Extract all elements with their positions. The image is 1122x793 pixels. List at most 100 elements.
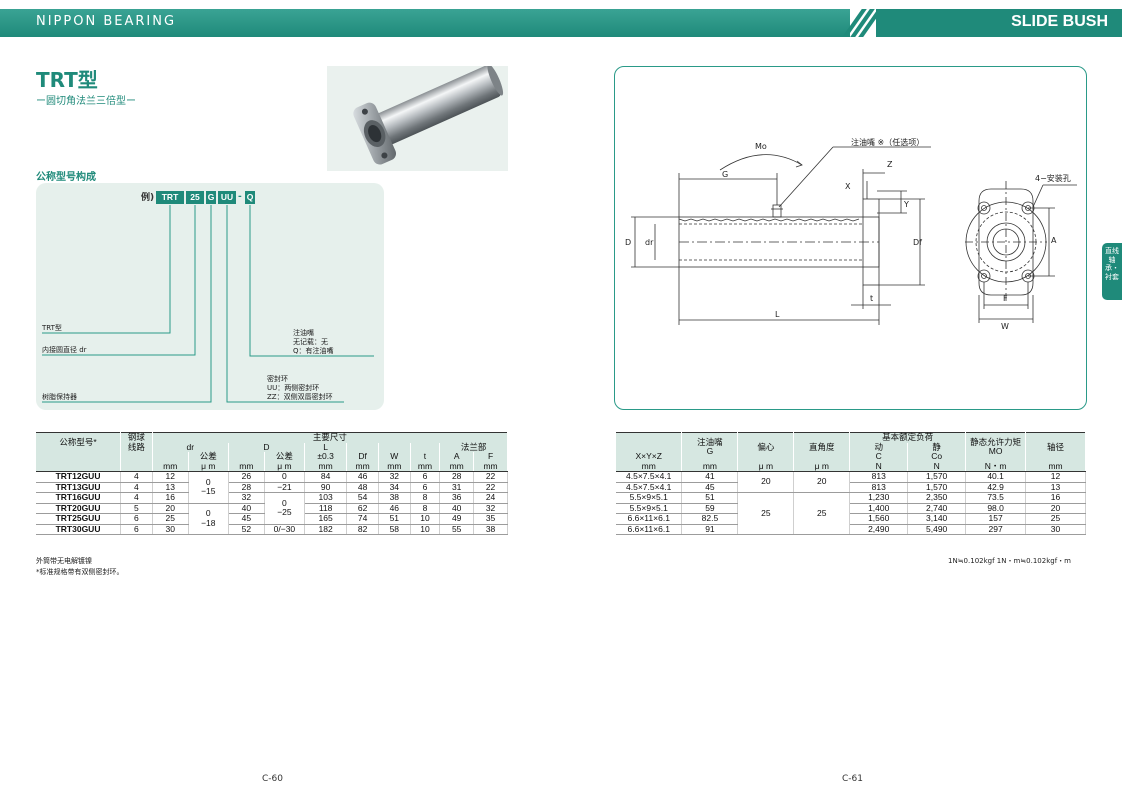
table-row: 5.5×9×5.1 51 25 25 1,230 2,350 73.5 16 — [616, 492, 1086, 535]
table-row: TRT25GUU 6 25 45 165 74 51 10 49 35 — [36, 513, 508, 525]
unit-ecc: μ m — [737, 461, 795, 472]
header-t: t — [410, 451, 441, 462]
dim-Df: Df — [913, 238, 922, 247]
label-type: TRT型 — [42, 324, 62, 332]
dim-W: W — [1001, 322, 1009, 331]
dim-L: L — [775, 310, 780, 319]
header-shaft: 轴径 — [1025, 432, 1086, 462]
example-prefix: 例) — [141, 193, 155, 203]
unit-A: mm — [439, 461, 475, 472]
label-seal-uu: UU：两侧密封环 — [267, 384, 320, 392]
header-flange: 法兰部 — [439, 442, 508, 452]
table-row: 6.6×11×6.1 82.5 1,560 3,140 157 25 — [616, 513, 1086, 525]
header-blank-5 — [120, 452, 153, 462]
header-xyz-top — [616, 432, 683, 443]
brand-name: NIPPON BEARING — [36, 14, 177, 29]
header-perpendicularity: 直角度 — [793, 432, 851, 462]
header-dr-tol: 公差 — [188, 451, 229, 462]
header-C: C — [849, 451, 909, 462]
side-tab-label: 直线轴承・衬套 — [1105, 247, 1119, 281]
unit-shaft: mm — [1025, 461, 1086, 472]
header-model: 公称型号* — [36, 432, 122, 452]
header-A: A — [439, 451, 475, 462]
header-xyz-mid — [616, 442, 683, 452]
unit-W: mm — [378, 461, 411, 472]
page-subtitle: ー圆切角法兰三倍型ー — [36, 96, 136, 107]
label-grease-none: 无记载：无 — [293, 338, 328, 346]
unit-L: mm — [304, 461, 348, 472]
table-row: TRT16GUU 4 16 32 0−25 103 54 38 8 36 24 — [36, 492, 508, 525]
dim-Z: Z — [887, 160, 893, 169]
header-L: L — [304, 442, 348, 452]
side-index-tab[interactable]: 直线轴承・衬套 — [1102, 243, 1122, 300]
code-chip-series: TRT — [156, 191, 184, 204]
code-chip-retainer: G — [206, 191, 216, 204]
header-static: 静 — [907, 442, 967, 452]
header-load: 基本额定负荷 — [849, 432, 967, 443]
note-units: 1N≒0.102kgf 1N・m≒0.102kgf・m — [948, 557, 1071, 565]
label-seal-title: 密封环 — [267, 375, 288, 383]
dim-mount-holes: 4−安装孔 — [1035, 173, 1071, 183]
code-dash: - — [238, 192, 242, 202]
dimensions-table: 公称型号* 钢球线路 主要尺寸 dr D L 法兰部 公差 公差 ±0.3 Df… — [36, 432, 509, 535]
table-row: TRT13GUU 4 13 28 −21 90 48 34 6 31 22 — [36, 482, 508, 493]
header-blank-4 — [36, 452, 122, 462]
code-chip-grease: Q — [245, 191, 255, 204]
unit-blank-1 — [36, 461, 122, 472]
unit-xyz: mm — [616, 461, 683, 472]
header-D: D — [228, 442, 305, 452]
drawing-panel: 注油嘴 ※（任选项） Mo G Z X Y D dr Df L t 4−安装孔 … — [614, 66, 1087, 410]
header-blank-6 — [152, 452, 189, 462]
dim-X: X — [845, 182, 851, 191]
page-number-right: C-61 — [842, 774, 863, 784]
header-dynamic: 动 — [849, 442, 909, 452]
note-plating: 外筒带无电解镀镍 — [36, 557, 92, 565]
label-retainer: 树脂保持器 — [42, 393, 77, 401]
header-blank-2 — [378, 442, 411, 452]
header-F: F — [473, 451, 508, 462]
header-blank-7 — [228, 452, 265, 462]
page-number-left: C-60 — [262, 774, 283, 784]
dim-A: A — [1051, 236, 1057, 245]
table-row: 4.5×7.5×4.1 45 813 1,570 42.9 13 — [616, 482, 1086, 493]
table-row: 6.6×11×6.1 91 2,490 5,490 297 30 — [616, 524, 1086, 535]
unit-C: N — [849, 461, 909, 472]
dim-G: G — [722, 170, 728, 179]
header-Co: Co — [907, 451, 967, 462]
header-balls: 钢球线路 — [120, 432, 153, 452]
unit-grease: mm — [681, 461, 739, 472]
unit-D: mm — [228, 461, 265, 472]
unit-dr-tol: μ m — [188, 461, 229, 472]
naming-leader-lines — [42, 205, 374, 403]
unit-Co: N — [907, 461, 967, 472]
label-seal-zz: ZZ：双侧双唇密封环 — [267, 393, 333, 401]
table-row: TRT12GUU 4 12 0−15 26 0 84 46 32 6 28 22 — [36, 471, 508, 504]
header-bar: NIPPON BEARING SLIDE BUSH — [0, 9, 1122, 37]
dim-t: t — [870, 294, 873, 303]
dim-Y: Y — [903, 200, 909, 209]
product-photo — [327, 66, 508, 171]
unit-blank-2 — [120, 461, 153, 472]
header-right-band — [876, 9, 1122, 37]
unit-perp: μ m — [793, 461, 851, 472]
header-Df: Df — [346, 451, 379, 462]
header-xyz: X×Y×Z — [616, 451, 683, 462]
header-dr: dr — [152, 442, 229, 452]
unit-D-tol: μ m — [264, 461, 305, 472]
header-eccentricity: 偏心 — [737, 432, 795, 462]
dim-F: F — [1003, 294, 1008, 303]
unit-F: mm — [473, 461, 508, 472]
label-grease-q: Q：有注油嘴 — [293, 347, 334, 355]
table-row: 5.5×9×5.1 59 1,400 2,740 98.0 20 — [616, 503, 1086, 514]
table-row: 4.5×7.5×4.1 41 20 20 813 1,570 40.1 12 — [616, 471, 1086, 493]
table-row: TRT30GUU 6 30 52 0/−30 182 82 58 10 55 3… — [36, 524, 508, 535]
unit-Df: mm — [346, 461, 379, 472]
label-dr: 内接圆直径 dr — [42, 346, 87, 354]
technical-drawing: 注油嘴 ※（任选项） Mo G Z X Y D dr Df L t 4−安装孔 … — [625, 137, 1077, 331]
dim-grease-label: 注油嘴 ※（任选项） — [851, 137, 924, 147]
page-title: TRT型 — [36, 68, 98, 92]
header-blank-1 — [346, 442, 379, 452]
dim-Mo: Mo — [755, 142, 767, 151]
dim-D: D — [625, 238, 631, 247]
